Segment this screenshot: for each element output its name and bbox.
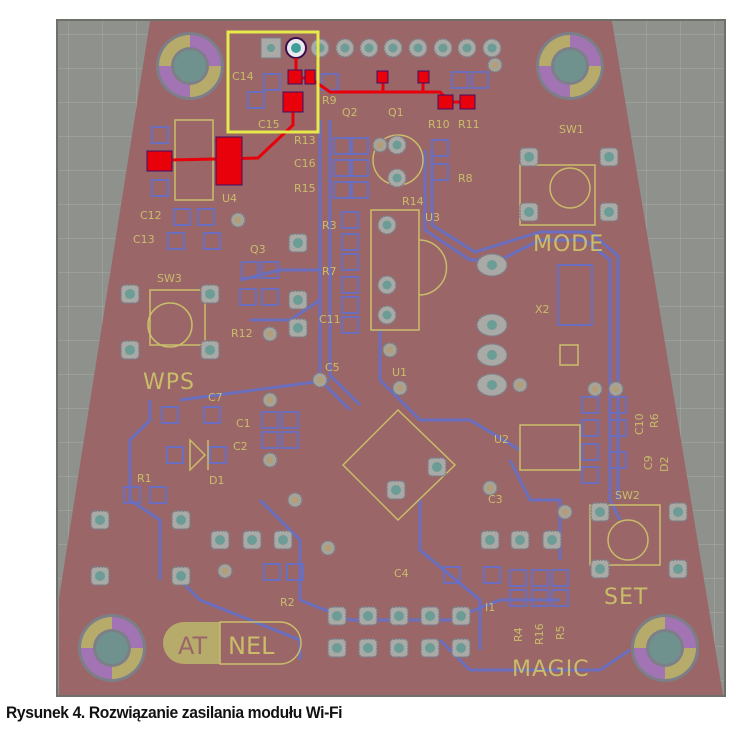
label-c7: C7 [208,391,223,404]
label-u1: U1 [392,366,407,379]
label-u3: U3 [425,211,440,224]
label-q1: Q1 [388,106,404,119]
label-c13: C13 [133,233,155,246]
pcb-layout-figure: AT NEL MODE WPS SET MAGIC C14 C15 R9 Q2 … [56,19,726,697]
label-c11: C11 [319,313,341,326]
logo-nel: NEL [228,632,275,660]
figure-caption: Rysunek 4. Rozwiązanie zasilania modułu … [6,703,343,722]
label-u2: U2 [494,433,509,446]
label-r1: R1 [137,472,152,485]
label-r11: R11 [458,118,480,131]
label-wps: WPS [143,370,195,395]
label-c14: C14 [232,70,254,83]
mounting-hole-bottom-right [631,614,699,682]
label-r12: R12 [231,327,253,340]
label-c12: C12 [140,209,162,222]
label-r8: R8 [458,172,473,185]
label-r15: R15 [294,182,316,195]
pcb-board [59,21,723,695]
mounting-hole-bottom-left [78,614,146,682]
label-i1: I1 [485,601,495,614]
component-designators: C14 C15 R9 Q2 Q1 R10 R11 R13 C16 R15 R8 … [133,70,671,645]
bottom-copper-traces [128,120,631,672]
label-u4: U4 [222,192,237,205]
header-connector-top [260,37,502,59]
silkscreen-outlines [147,119,661,566]
label-c16: C16 [294,157,316,170]
label-c5: C5 [325,361,340,374]
label-r10: R10 [428,118,450,131]
label-c2: C2 [233,440,248,453]
label-d2: D2 [658,457,671,472]
label-c15: C15 [258,118,280,131]
highlight-box [226,30,320,134]
label-q2: Q2 [342,106,358,119]
label-sw1: SW1 [559,123,584,136]
label-r7: R7 [322,265,337,278]
label-r14: R14 [402,195,424,208]
label-r9: R9 [322,94,337,107]
label-sw3: SW3 [157,272,182,285]
label-x2: X2 [535,303,550,316]
label-c10: C10 [633,413,646,435]
label-r2: R2 [280,596,295,609]
mounting-hole-top-right [536,32,604,100]
label-r13: R13 [294,134,316,147]
label-q3: Q3 [250,243,266,256]
label-mode: MODE [533,232,604,257]
label-set: SET [604,585,648,610]
mounting-hole-top-left [156,32,224,100]
logo-at: AT [178,632,208,660]
label-c1: C1 [236,417,251,430]
label-c4: C4 [394,567,409,580]
power-supply-traces [146,58,476,186]
label-c9: C9 [642,455,655,470]
atnel-logo: AT NEL [163,621,302,665]
label-r5: R5 [554,625,567,640]
smd-pads [123,71,627,607]
label-magic: MAGIC [512,657,590,682]
label-r6: R6 [648,413,661,428]
label-d1: D1 [209,474,224,487]
label-r3: R3 [322,219,337,232]
label-c3: C3 [488,493,503,506]
label-sw2: SW2 [615,489,640,502]
label-r16: R16 [533,623,546,645]
label-r4: R4 [512,627,525,642]
